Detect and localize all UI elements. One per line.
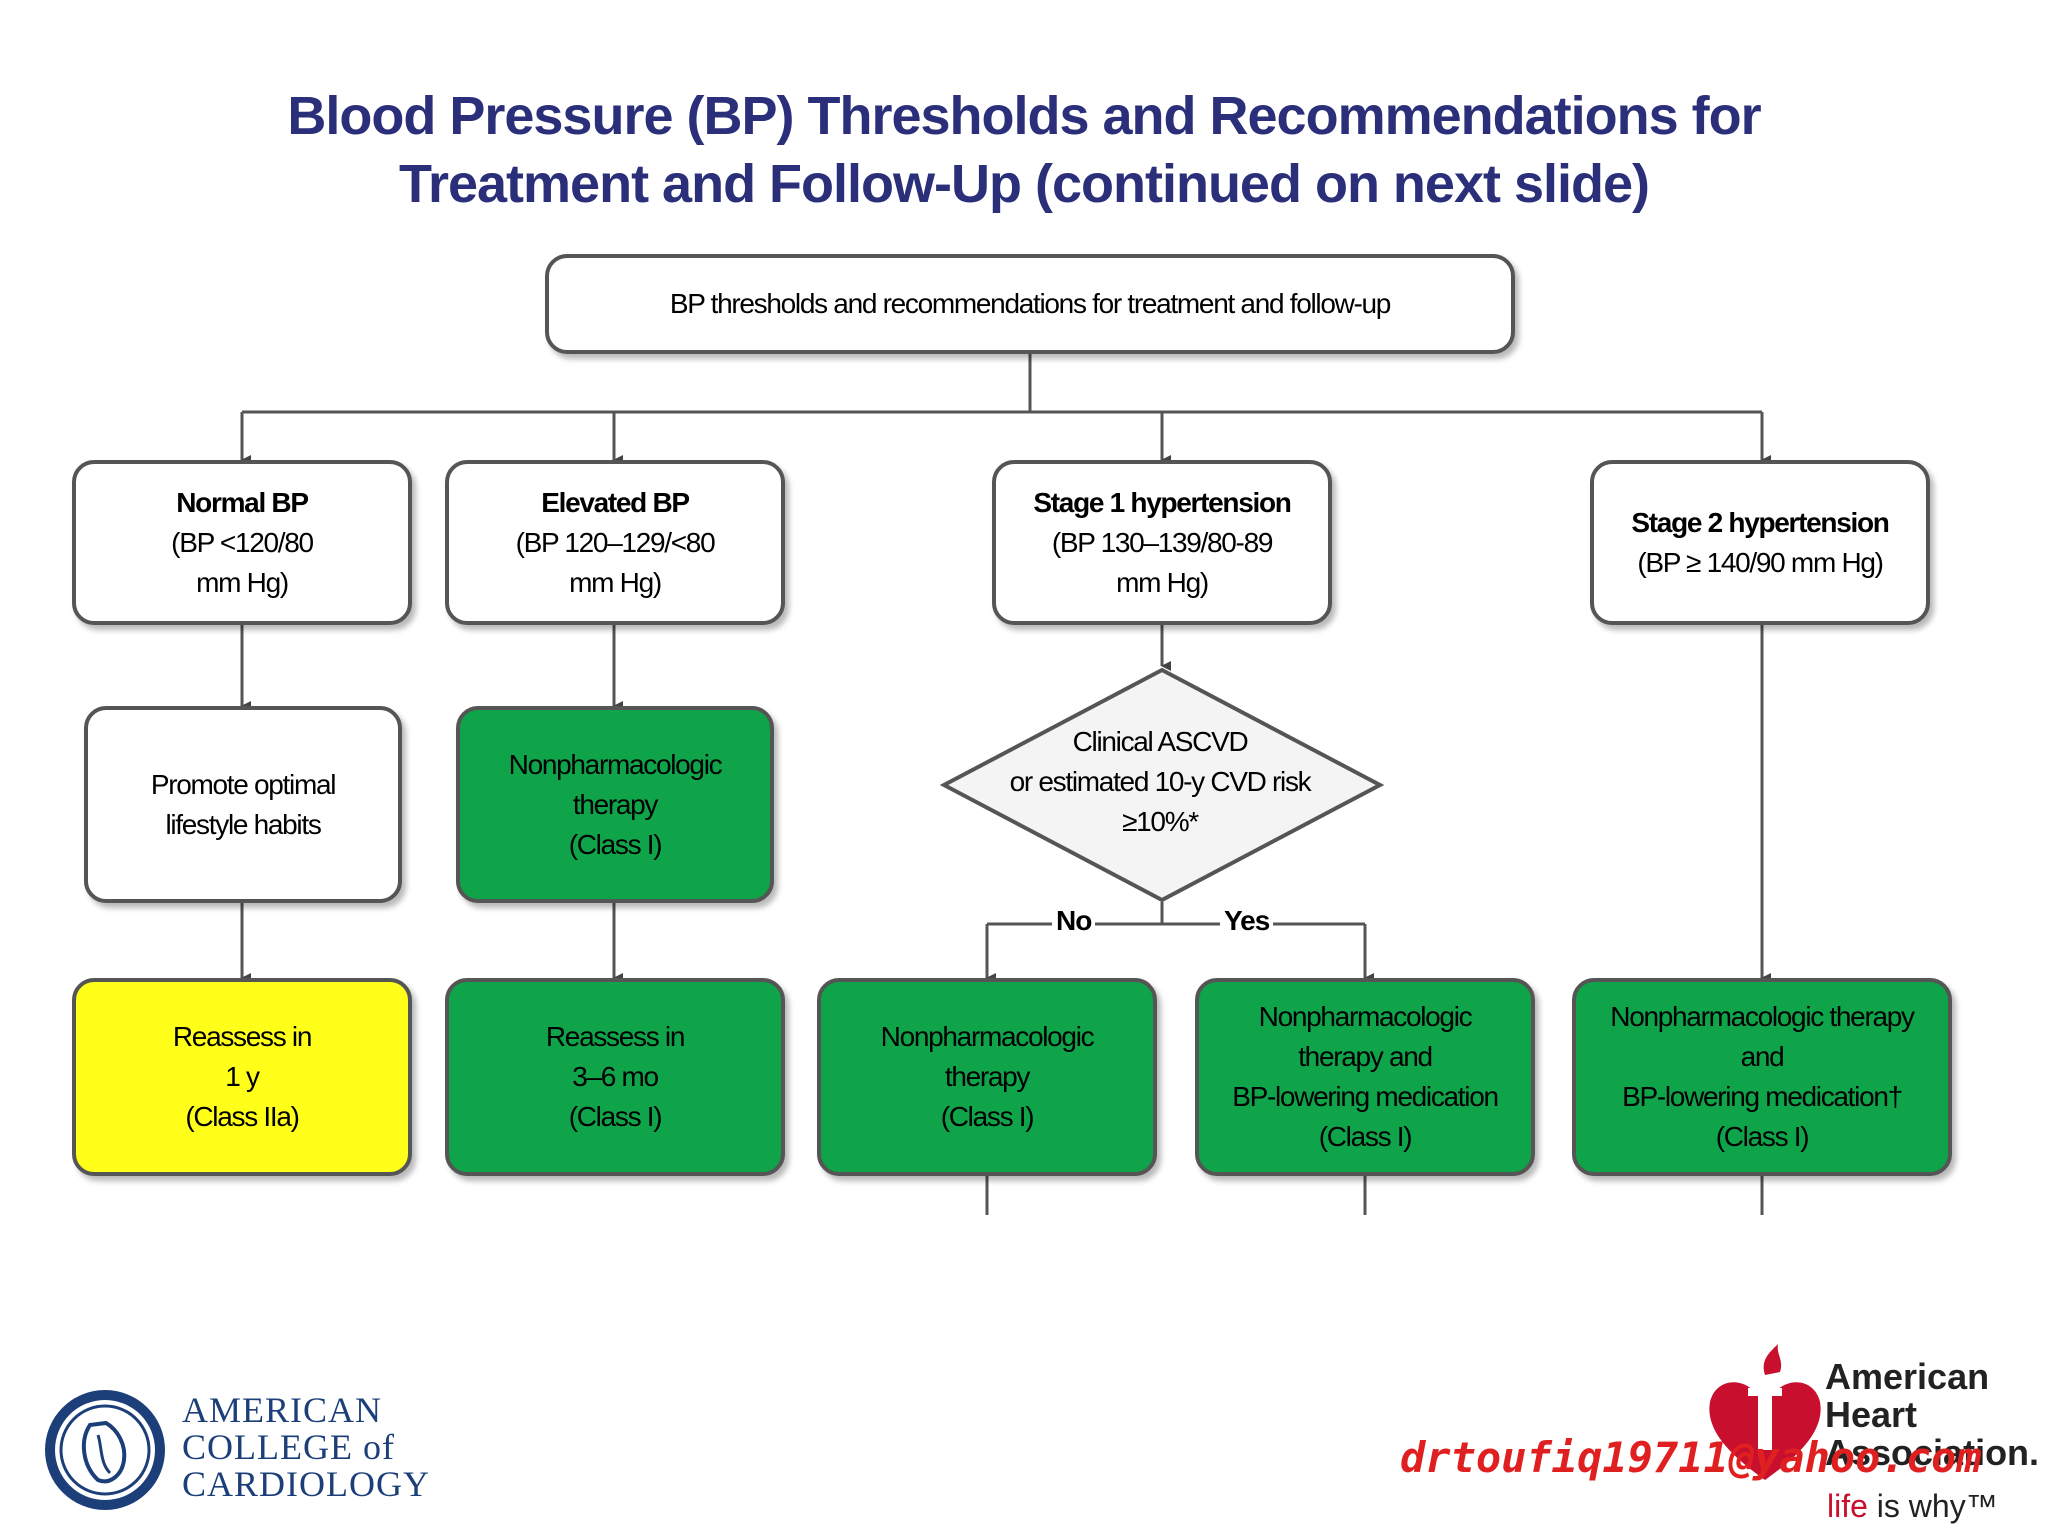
elevated-therapy-line-3: (Class I) xyxy=(568,828,663,860)
stage1-yes-line-4: (Class I) xyxy=(1318,1121,1413,1152)
acc-logo-text: AMERICAN COLLEGE of CARDIOLOGY xyxy=(182,1392,430,1503)
normal-bp-range: (BP <120/80 xyxy=(171,526,314,558)
stage2-name: Stage 2 hypertension xyxy=(1631,506,1889,538)
acc-seal-icon xyxy=(45,1390,165,1510)
stage1-yes-line-2: therapy and xyxy=(1298,1041,1433,1072)
decision-diamond xyxy=(939,667,1385,903)
aha-logo-text: American Heart Association. xyxy=(1825,1358,2039,1472)
elevated-therapy-node: Nonpharmacologic therapy (Class I) xyxy=(456,706,774,903)
root-text: BP thresholds and recommendations for tr… xyxy=(669,288,1391,319)
stage1-range: (BP 130–139/80-89 xyxy=(1051,526,1274,558)
elevated-bp-range: (BP 120–129/<80 xyxy=(515,526,716,558)
stage1-node: Stage 1 hypertension (BP 130–139/80-89 m… xyxy=(992,460,1332,625)
aha-line-1: American xyxy=(1825,1356,1990,1397)
reassess-1y-line-2: 1 y xyxy=(225,1061,260,1092)
reassess-mo-line-3: (Class I) xyxy=(568,1101,663,1132)
aha-heart-torch-icon xyxy=(1709,1344,1821,1480)
reassess-mo-line-1: Reassess in xyxy=(545,1021,686,1052)
stage2-therapy-line-1: Nonpharmacologic therapy xyxy=(1610,1001,1915,1032)
elevated-therapy-line-2: therapy xyxy=(572,788,659,820)
promote-line-2: lifestyle habits xyxy=(165,808,321,840)
title-line-2: Treatment and Follow-Up (continued on ne… xyxy=(398,154,1650,214)
aha-tag-rest: is why™ xyxy=(1876,1488,1998,1524)
normal-bp-unit: mm Hg) xyxy=(196,566,289,598)
root-node: BP thresholds and recommendations for tr… xyxy=(545,254,1515,354)
slide-title: Blood Pressure (BP) Thresholds and Recom… xyxy=(0,82,2048,218)
reassess-1y-line-3: (Class IIa) xyxy=(185,1101,300,1132)
elevated-bp-node: Elevated BP (BP 120–129/<80 mm Hg) xyxy=(445,460,785,625)
stage2-range: (BP ≥ 140/90 mm Hg) xyxy=(1637,546,1884,578)
normal-bp-node: Normal BP (BP <120/80 mm Hg) xyxy=(72,460,412,625)
elevated-bp-unit: mm Hg) xyxy=(569,566,662,598)
reassess-mo-line-2: 3–6 mo xyxy=(572,1061,659,1092)
stage1-no-therapy-node: Nonpharmacologic therapy (Class I) xyxy=(817,978,1157,1176)
title-line-1: Blood Pressure (BP) Thresholds and Recom… xyxy=(287,86,1761,146)
stage1-yes-therapy-node: Nonpharmacologic therapy and BP-lowering… xyxy=(1195,978,1535,1176)
normal-bp-name: Normal BP xyxy=(176,486,309,518)
promote-lifestyle-node: Promote optimal lifestyle habits xyxy=(84,706,402,903)
stage1-unit: mm Hg) xyxy=(1116,566,1209,598)
stage2-therapy-line-4: (Class I) xyxy=(1715,1121,1810,1152)
branch-label-no: No xyxy=(1052,905,1096,937)
aha-tagline: life is why™ xyxy=(1827,1488,1998,1525)
stage1-yes-line-3: BP-lowering medication xyxy=(1232,1081,1499,1112)
acc-line-3: CARDIOLOGY xyxy=(182,1464,430,1504)
reassess-1y-line-1: Reassess in xyxy=(172,1021,313,1052)
watermark-email: drtoufiq19711@yahoo.com xyxy=(1400,1433,1982,1482)
stage1-no-line-3: (Class I) xyxy=(940,1101,1035,1132)
stage2-therapy-line-2: and xyxy=(1740,1041,1785,1072)
promote-line-1: Promote optimal xyxy=(150,768,337,800)
elevated-bp-name: Elevated BP xyxy=(541,486,690,518)
stage1-name: Stage 1 hypertension xyxy=(1033,486,1291,518)
aha-tag-life: life xyxy=(1827,1488,1868,1524)
acc-line-2: COLLEGE of xyxy=(182,1427,395,1467)
stage1-no-line-1: Nonpharmacologic xyxy=(880,1021,1095,1052)
decision-line-1: Clinical ASCVD xyxy=(1072,726,1249,757)
decision-text: Clinical ASCVD or estimated 10-y CVD ris… xyxy=(950,722,1370,842)
stage1-no-line-2: therapy xyxy=(944,1061,1031,1092)
branch-label-yes: Yes xyxy=(1220,905,1274,937)
stage2-therapy-node: Nonpharmacologic therapy and BP-lowering… xyxy=(1572,978,1952,1176)
reassess-1y-node: Reassess in 1 y (Class IIa) xyxy=(72,978,412,1176)
aha-line-2: Heart xyxy=(1825,1394,1918,1435)
stage1-yes-line-1: Nonpharmacologic xyxy=(1258,1001,1473,1032)
acc-line-1: AMERICAN xyxy=(182,1390,383,1430)
aha-line-3: Association. xyxy=(1825,1432,2040,1473)
decision-line-2: or estimated 10-y CVD risk xyxy=(1009,766,1312,797)
elevated-therapy-line-1: Nonpharmacologic xyxy=(508,748,723,780)
stage2-node: Stage 2 hypertension (BP ≥ 140/90 mm Hg) xyxy=(1590,460,1930,625)
reassess-3-6mo-node: Reassess in 3–6 mo (Class I) xyxy=(445,978,785,1176)
stage2-therapy-line-3: BP-lowering medication† xyxy=(1622,1081,1903,1112)
decision-line-3: ≥10%* xyxy=(1122,806,1199,837)
